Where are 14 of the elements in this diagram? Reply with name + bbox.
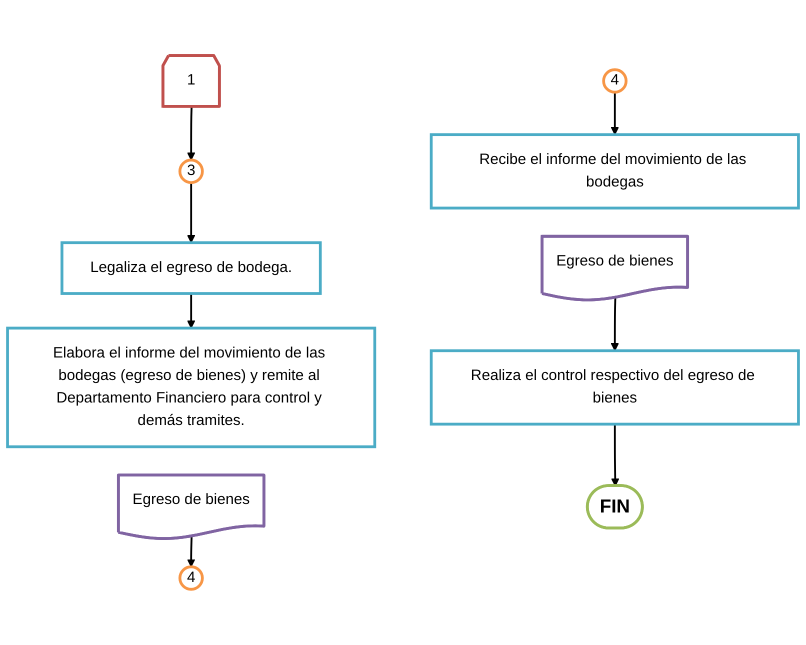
arrow [610,92,619,136]
node-circle: 4 [178,565,204,591]
arrow [610,298,619,352]
arrow [611,424,620,486]
arrow [187,106,196,161]
node-circle: 4 [602,68,628,94]
node-box: Recibe el informe del movimiento de las bodegas [430,133,800,210]
node-circle: 3 [178,158,204,184]
arrow [187,182,196,244]
node-box: Legaliza el egreso de bodega. [60,241,322,295]
node-box: Realiza el control respectivo del egreso de bienes [430,349,800,426]
arrow [187,536,196,568]
arrow [187,294,196,329]
node-box: Elabora el informe del movimiento de las bodegas (egreso de bienes) y remite al Departamento Financiero para control y demás tramites. [6,326,376,448]
